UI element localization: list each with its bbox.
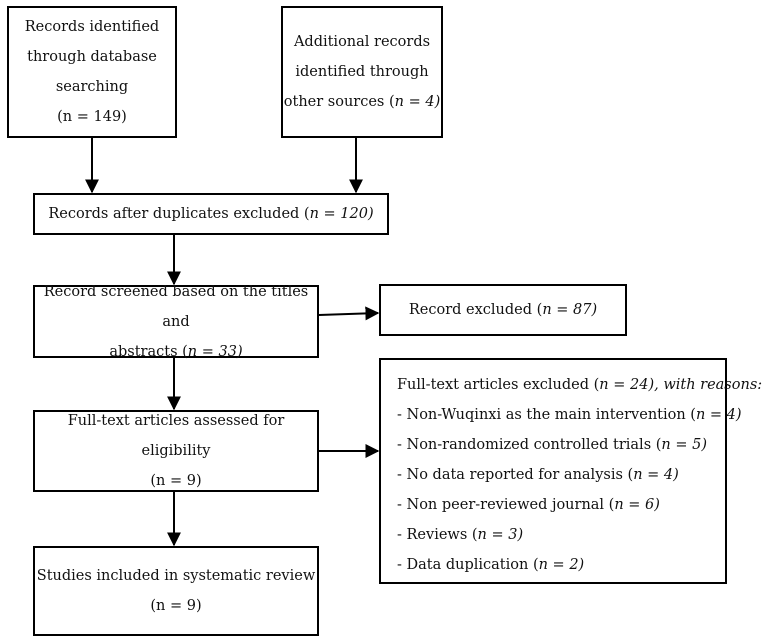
reason-count: n = 4) (633, 467, 679, 483)
reason-text: - Reviews ( (397, 527, 478, 543)
other-sources-line-2: identified through (295, 64, 429, 80)
database-records-line-2: through database (27, 49, 157, 65)
screened-line-2: abstracts (n = 33) (109, 337, 242, 367)
box-other-sources: Additional records identified through ot… (281, 6, 443, 138)
after-duplicates-prefix: Records after duplicates excluded ( (48, 206, 310, 222)
arrow-screened-to-excluded (318, 306, 380, 321)
studies-included-line-1: Studies included in systematic review (36, 568, 316, 584)
reason-count: n = 2) (538, 557, 585, 573)
reason-count: n = 3) (477, 527, 524, 543)
reason-text: - Data duplication ( (397, 557, 539, 573)
database-records-line-1: Records identified (24, 19, 160, 35)
reason-count: n = 5) (661, 437, 707, 453)
reason-count: n = 4) (695, 407, 742, 423)
fulltext-excluded-header: Full-text articles excluded (n = 24), wi… (397, 370, 762, 400)
reason-item: - Non peer-reviewed journal (n = 6) (397, 490, 725, 520)
box-record-excluded: Record excluded (n = 87) (379, 284, 627, 336)
box-fulltext-assessed: Full-text articles assessed for eligibil… (33, 410, 319, 492)
record-excluded-count: n = 87) (542, 302, 598, 318)
box-studies-included: Studies included in systematic review (n… (33, 546, 319, 636)
fulltext-assessed-line-1: Full-text articles assessed for eligibil… (67, 413, 285, 459)
reason-text: - Non-randomized controlled trials ( (397, 437, 662, 453)
box-screened: Record screened based on the titles and … (33, 284, 319, 360)
reason-item: - Reviews (n = 3) (397, 520, 725, 550)
reason-count: n = 6) (614, 497, 660, 513)
box-database-records: Records identified through database sear… (7, 6, 177, 138)
flow-arrows (85, 138, 380, 547)
screened-line-1: Record screened based on the titles and (43, 283, 309, 330)
other-sources-line-1: Additional records (293, 34, 431, 50)
reason-item: - No data reported for analysis (n = 4) (397, 460, 725, 490)
record-excluded-prefix: Record excluded ( (408, 302, 543, 318)
database-records-line-3: searching (55, 79, 129, 95)
other-sources-prefix: other sources ( (283, 94, 395, 110)
reason-item: - Non-Wuqinxi as the main intervention (… (397, 400, 742, 430)
screened-prefix: abstracts ( (109, 343, 188, 360)
reason-item: - Data duplication (n = 2) (397, 550, 725, 580)
record-excluded-text: Record excluded (n = 87) (409, 295, 597, 325)
reason-text: - Non-Wuqinxi as the main intervention ( (397, 407, 696, 423)
other-sources-line-3: other sources (n = 4) (284, 87, 440, 117)
reason-text: - Non peer-reviewed journal ( (397, 497, 615, 513)
fulltext-excluded-header-count: n = 24), with reasons: (599, 377, 762, 393)
after-duplicates-text: Records after duplicates excluded (n = 1… (48, 199, 373, 229)
reason-text: - No data reported for analysis ( (397, 467, 634, 483)
after-duplicates-count: n = 120) (309, 206, 374, 222)
reason-item: - Non-randomized controlled trials (n = … (397, 430, 725, 460)
screened-count: n = 33) (187, 343, 243, 360)
database-records-count: (n = 149) (57, 109, 127, 125)
box-fulltext-excluded: Full-text articles excluded (n = 24), wi… (379, 358, 762, 584)
box-after-duplicates: Records after duplicates excluded (n = 1… (33, 193, 389, 235)
fulltext-assessed-count: (n = 9) (150, 473, 202, 489)
other-sources-count: n = 4) (394, 94, 441, 110)
fulltext-excluded-header-prefix: Full-text articles excluded ( (397, 377, 600, 393)
studies-included-count: (n = 9) (150, 598, 202, 614)
